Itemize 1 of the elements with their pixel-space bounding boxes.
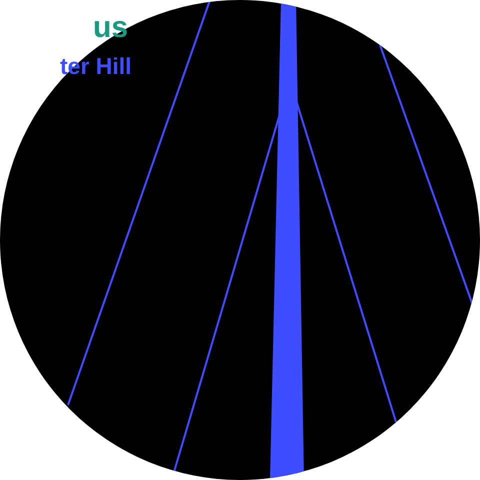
station-name: us <box>93 13 128 43</box>
